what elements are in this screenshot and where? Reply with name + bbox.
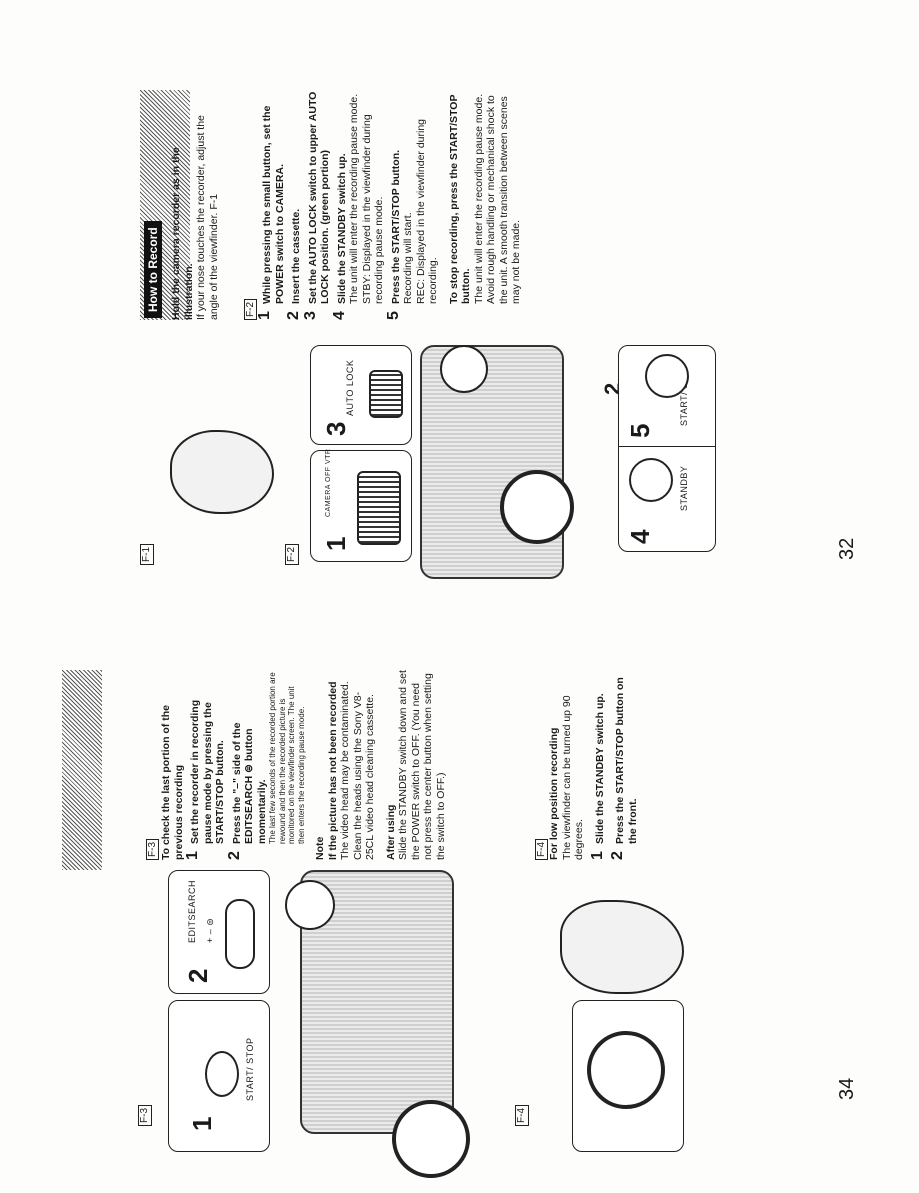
box-step-number: 3 <box>321 421 351 436</box>
editsearch-button-illustration <box>225 899 255 969</box>
check-step-2-note: The last few seconds of the recorded por… <box>268 672 306 844</box>
box-label: AUTO LOCK <box>345 359 355 416</box>
left-text-column: F-3 <box>146 670 159 860</box>
low-position-heading: For low position recording <box>548 727 560 860</box>
low-position-user-illustration <box>560 900 684 994</box>
camcorder-lens-f4 <box>587 1031 665 1109</box>
after-using-heading: After using <box>384 804 397 860</box>
record-step-2: 2 Insert the cassette. <box>285 208 302 320</box>
hold-camcorder-illustration <box>170 430 274 514</box>
page-number-left: 34 <box>836 1078 859 1100</box>
record-step-5: 5 Press the START/STOP button. Recording… <box>385 90 440 320</box>
figure-label-f4: F-4 <box>515 1105 529 1126</box>
record-step-1: 1 While pressing the small button, set t… <box>256 105 286 320</box>
check-heading: To check the last portion of the previou… <box>160 705 185 860</box>
stop-warning: Avoid rough handling or mechanical shock… <box>485 95 522 304</box>
power-switch-illustration <box>357 471 401 545</box>
box-step-number: 2 <box>183 968 213 983</box>
low-position-text: F-4 For low position recording The viewf… <box>535 670 639 860</box>
note-body: The video head may be contaminated. Clea… <box>339 681 376 860</box>
camcorder-illustration-f2 <box>420 345 564 579</box>
box-step-number-5: 5 <box>625 423 655 438</box>
camcorder-viewfinder-f2 <box>440 345 488 393</box>
page-number-right: 32 <box>836 538 859 560</box>
start-stop-dial-illustration <box>645 354 689 398</box>
record-step-5-body: Recording will start. <box>402 212 414 304</box>
box-step-number: 1 <box>187 1116 217 1131</box>
check-step-1: 1 Set the recorder in recording pause mo… <box>184 699 226 860</box>
after-using-body: Slide the STANDBY switch down and set th… <box>397 670 447 860</box>
right-main-text: Hold the camera recorder as in the illus… <box>170 90 523 320</box>
figure-ref-f3: F-3 <box>146 839 159 860</box>
hold-heading: Hold the camera recorder as in the illus… <box>170 147 195 320</box>
page-number-text: 32 <box>836 537 858 560</box>
page-number-text: 34 <box>836 1077 858 1100</box>
standby-switch-illustration <box>629 458 673 502</box>
record-step-4: 4 Slide the STANDBY switch up. The unit … <box>331 90 386 320</box>
hold-body: If your nose touches the recorder, adjus… <box>195 115 220 320</box>
start-stop-button-illustration <box>205 1051 239 1097</box>
low-step-1: 1 Slide the STANDBY switch up. <box>588 693 606 860</box>
figure-box-standby-start: 4 STANDBY 5 START/ STOP <box>618 345 716 552</box>
figure-label-f2: F-2 <box>285 544 299 565</box>
low-step-2: 2 Press the START/STOP button on the fro… <box>609 677 639 860</box>
record-step-4-stby: STBY: Displayed in the viewfinder during… <box>360 114 386 304</box>
figure-box-auto-lock: 3 AUTO LOCK <box>310 345 412 445</box>
left-main-text: To check the last portion of the previou… <box>160 670 447 860</box>
halftone-photo-left <box>62 670 102 870</box>
box-label: START/ STOP <box>245 1037 255 1101</box>
camcorder-lens-f3 <box>392 1100 470 1178</box>
box-label-standby: STANDBY <box>679 465 689 511</box>
section-header: How to Record <box>144 221 162 318</box>
box-label: EDITSEARCH <box>187 879 197 943</box>
stop-heading: To stop recording, press the START/STOP … <box>447 94 473 304</box>
box-label: CAMERA OFF VTR <box>325 448 332 517</box>
box-step-number-4: 4 <box>625 529 655 544</box>
camcorder-viewfinder-f3 <box>285 880 335 930</box>
figure-box-low-position <box>572 1000 684 1152</box>
low-position-body: The viewfinder can be turned up 90 degre… <box>560 695 586 860</box>
stop-body: The unit will enter the recording pause … <box>472 93 485 304</box>
note-heading: If the picture has not been recorded <box>326 681 339 860</box>
figure-ref-f4: F-4 <box>535 839 548 860</box>
figure-box-editsearch: 2 EDITSEARCH + – ⊜ <box>168 870 270 994</box>
figure-label-f1: F-1 <box>140 544 154 565</box>
record-step-5-rec: REC: Displayed in the viewfinder during … <box>414 118 440 304</box>
note-label: Note <box>314 836 326 860</box>
camcorder-lens-f2 <box>500 470 574 544</box>
box-step-number: 1 <box>321 536 351 551</box>
check-step-2: 2 Press the "–" side of the EDITSEARCH ⊜… <box>226 670 307 860</box>
auto-lock-switch-illustration <box>369 370 403 418</box>
record-step-3: 3 Set the AUTO LOCK switch to upper AUTO… <box>301 91 332 320</box>
figure-label-f3: F-3 <box>138 1105 152 1126</box>
figure-box-start-stop: 1 START/ STOP <box>168 1000 270 1152</box>
record-step-4-body: The unit will enter the recording pause … <box>348 93 360 304</box>
figure-box-power-switch: 1 CAMERA OFF VTR <box>310 448 412 562</box>
box-signs: + – ⊜ <box>205 917 215 943</box>
